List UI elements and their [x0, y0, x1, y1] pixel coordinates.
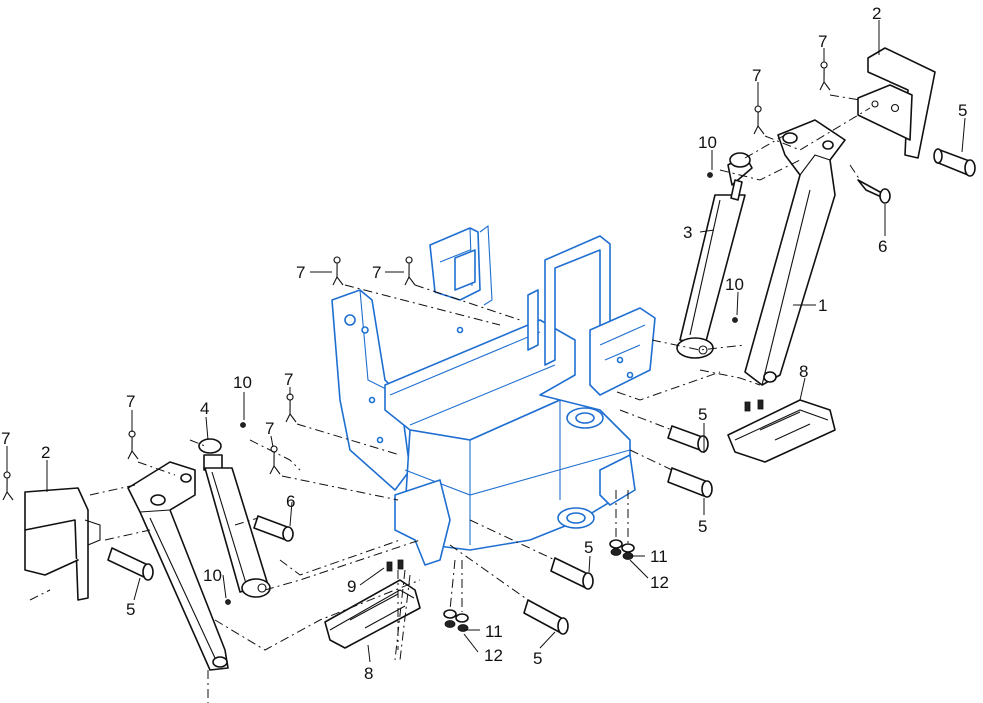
callout-5-left: 5: [126, 600, 135, 619]
mount-tray-right: [727, 399, 836, 463]
callout-10-left-bottom: 10: [203, 566, 222, 585]
callout-6-right: 6: [878, 237, 887, 256]
hydraulic-cylinder-right: [676, 152, 753, 359]
callout-labels: 2 7 7 5 10 3 6 10 1 8 7 7 5 5 11 12 10 4…: [1, 4, 967, 683]
callout-7-top-right: 7: [818, 32, 827, 51]
callout-10-left-top: 10: [233, 373, 252, 392]
callout-11-left: 11: [485, 622, 503, 641]
main-frame: [331, 224, 656, 566]
pin-5-top-right: [933, 148, 976, 177]
pin-6-left: [253, 515, 294, 542]
callout-5-mid-right-lower: 5: [698, 517, 707, 536]
leader-lines: [6, 20, 966, 663]
callout-11-right: 11: [650, 547, 668, 566]
callout-7-far-left: 7: [1, 429, 10, 448]
hydraulic-cylinder-left: [198, 438, 271, 598]
assembly-lines: [29, 94, 871, 703]
nuts-left: [443, 609, 469, 632]
pin-6-right: [857, 179, 891, 204]
callout-7-cylinder-right: 7: [752, 66, 761, 85]
lift-arm-right: [744, 119, 846, 386]
pin-5-left: [107, 547, 154, 581]
guard-plate-left: [24, 487, 101, 601]
callout-7-frame-right: 7: [372, 263, 381, 282]
callout-10-mid-right: 10: [725, 275, 744, 294]
lift-arm-left: [127, 461, 229, 671]
mount-tray-left: [324, 559, 421, 649]
callout-9: 9: [347, 577, 356, 596]
callout-5-top-right: 5: [958, 101, 967, 120]
callout-8-right: 8: [799, 362, 808, 381]
callout-7-left-top: 7: [284, 370, 293, 389]
callout-7-left-mid: 7: [265, 419, 274, 438]
clip-pins: [2, 61, 831, 605]
callout-2-left: 2: [41, 443, 50, 462]
callout-3: 3: [683, 223, 692, 242]
pin-5-lower-center: [523, 557, 594, 635]
callout-8-left: 8: [364, 664, 373, 683]
callout-5-lower-center-upper: 5: [584, 538, 593, 557]
callout-1: 1: [818, 296, 827, 315]
callout-12-left: 12: [484, 646, 503, 665]
callout-7-arm-left: 7: [126, 392, 135, 411]
callout-12-right: 12: [650, 573, 669, 592]
callout-7-frame-left: 7: [296, 263, 305, 282]
callout-5-mid-right-upper: 5: [698, 405, 707, 424]
callout-4: 4: [200, 399, 209, 418]
callout-6-left: 6: [286, 492, 295, 511]
callout-2-right: 2: [872, 4, 881, 23]
guard-plate-right: [857, 47, 936, 159]
callout-5-lower-center-lower: 5: [533, 649, 542, 668]
pin-5-mid-right: [667, 425, 713, 498]
nuts-right: [609, 539, 635, 560]
callout-10-top-right: 10: [698, 133, 717, 152]
